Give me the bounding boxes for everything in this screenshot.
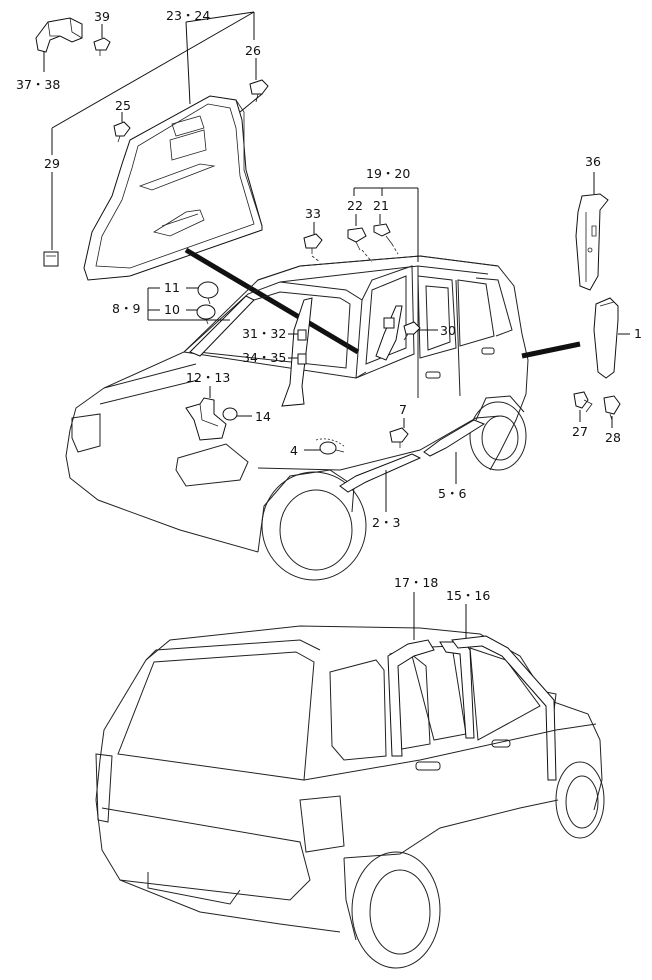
label-10: 10 [164,302,180,317]
label-14: 14 [255,409,271,424]
fastener-part-30 [383,317,438,341]
pillar-trim-part-36 [575,172,609,291]
label-34-35: 34・35 [242,350,286,365]
bolt-part-14 [222,407,252,421]
pillar-clip-31-32 [297,329,307,341]
quarter-trim-panel [83,95,263,281]
label-1: 1 [634,326,642,341]
label-15-16: 15・16 [446,588,490,603]
label-21: 21 [373,198,389,213]
label-22: 22 [347,198,363,213]
clip-part-4 [304,438,345,455]
label-29: 29 [44,156,60,171]
label-2-3: 2・3 [372,515,400,530]
clip-part-29 [43,251,59,267]
label-17-18: 17・18 [394,575,438,590]
label-39: 39 [94,9,110,24]
fastener-part-11 [186,281,219,305]
rear-car-outline [95,625,605,969]
label-23-24: 23・24 [166,8,210,23]
label-25: 25 [115,98,131,113]
pointer-line-pillar [521,341,581,359]
pillar-trim-part-1 [593,297,630,379]
label-30: 30 [440,323,456,338]
fastener-part-10 [186,304,216,325]
label-27: 27 [572,424,588,439]
pillar-clip-34-35 [297,353,307,365]
pointer-line-panel [184,247,360,355]
label-5-6: 5・6 [438,486,466,501]
label-7: 7 [399,402,407,417]
clip-part-25 [113,112,131,143]
label-11: 11 [164,280,180,295]
label-33: 33 [305,206,321,221]
label-4: 4 [290,443,298,458]
bracket-part-37-38 [35,17,83,72]
label-28: 28 [605,430,621,445]
clip-part-7 [389,418,409,448]
clip-part-33 [303,222,323,254]
bracket-part-12-13 [185,386,227,441]
quarter-trim-panel-group [35,11,269,281]
label-31-32: 31・32 [242,326,286,341]
clip-part-26 [239,58,269,113]
label-37-38: 37・38 [16,77,60,92]
front-car-outline [65,255,529,581]
label-26: 26 [245,43,261,58]
clip-part-39 [93,24,111,56]
clip-part-28 [603,395,621,428]
label-36: 36 [585,154,601,169]
label-19-20: 19・20 [366,166,410,181]
clip-part-22 [347,214,367,251]
clip-part-21 [373,214,393,245]
label-8-9: 8・9 [112,301,140,316]
label-12-13: 12・13 [186,370,230,385]
clip-part-27 [573,391,593,422]
